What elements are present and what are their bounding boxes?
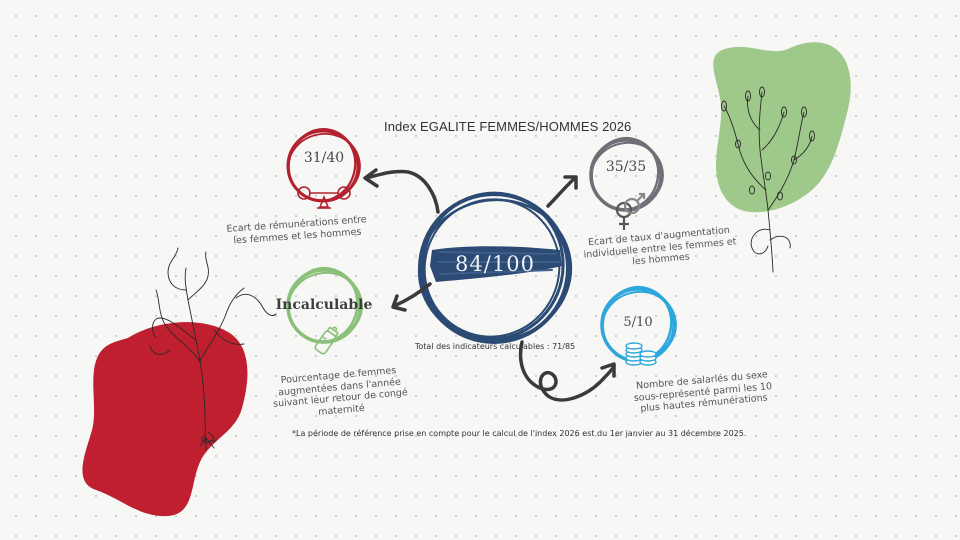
arrow-to-hautes-remunerations	[518, 340, 616, 402]
hautes-remunerations-score: 5/10	[623, 315, 653, 330]
total-indicators-label: Total des indicateurs calculables : 71/8…	[414, 342, 576, 351]
remuneration-score: 31/40	[303, 150, 345, 166]
coins-icon	[625, 342, 657, 366]
maternite-score: Incalculable	[275, 297, 373, 313]
augmentation-score: 35/35	[605, 159, 647, 175]
baby-bottle-icon	[314, 326, 339, 355]
gender-symbols-icon	[615, 192, 646, 230]
page-title: Index EGALITE FEMMES/HOMMES 2026	[384, 119, 632, 134]
arrow-to-augmentation	[546, 175, 578, 208]
center-score: 84/100	[455, 252, 535, 276]
arrow-to-remuneration	[363, 168, 440, 214]
footnote: *La période de référence prise en compte…	[292, 429, 747, 438]
scale-icon	[297, 186, 351, 209]
arrow-to-maternite	[391, 282, 432, 312]
